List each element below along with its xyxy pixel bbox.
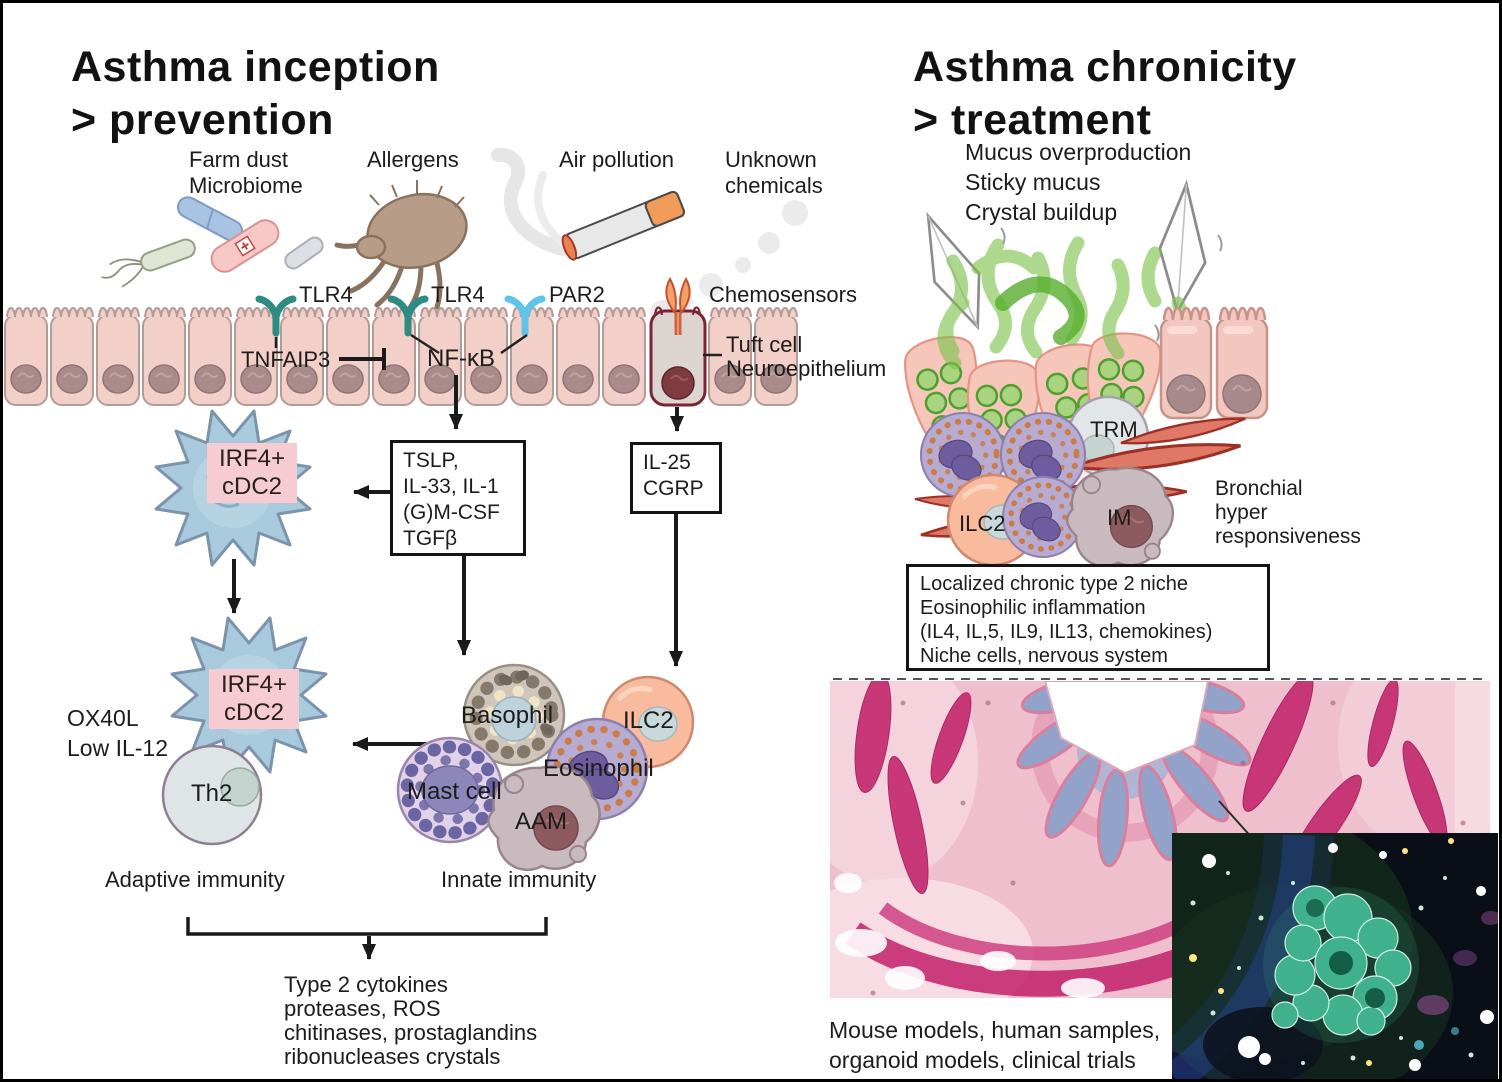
tuft-cell [649,276,707,407]
chronic-niche-cells [921,395,1249,566]
left-panel-title: Asthma inception> prevention [71,43,440,144]
inset-pointer-line [1218,800,1254,840]
trm-label: TRM [1090,417,1138,442]
dc-label-bottom: IRF4+cDC2 [209,669,299,729]
inhibition-line [339,348,386,370]
fluorescence-organoid-micrograph [1172,833,1498,1079]
chemosensor-receptor [665,276,691,335]
bracket [186,917,548,936]
par2-label: PAR2 [549,282,605,307]
bacteria-icons [101,196,324,288]
basophil-label: Basophil [461,702,554,729]
ilc2-right-label: ILC2 [959,511,1006,536]
eosinophil-label: Eosinophil [543,755,654,782]
dust-mite-icon [334,180,468,312]
allergens-label: Allergens [367,147,459,172]
innate-cells [396,665,693,872]
innate-immunity-label: Innate immunity [441,867,597,892]
right-panel-title: Asthma chronicity> treatment [913,43,1297,144]
cigarette-smoke-icon [491,147,685,261]
models-label: Mouse models, human samples,organoid mod… [829,1017,1161,1073]
air-pollution-label: Air pollution [559,147,674,172]
signal-connectors [274,333,722,357]
im-label: IM [1107,505,1132,530]
tnfaip3-label: TNFAIP3 [241,347,331,372]
th2-cell [161,744,263,846]
mast-cell [396,736,504,844]
figure-artwork [4,147,1498,1079]
aam-label: AAM [515,808,568,835]
dc-label-top: IRF4+cDC2 [207,443,297,503]
ilc2-left-label: ILC2 [623,707,674,734]
tlr4-mid-label: TLR4 [431,282,485,307]
mast-cell-label: Mast cell [407,778,502,805]
adaptive-immunity-label: Adaptive immunity [105,867,285,892]
th2-label: Th2 [191,780,233,807]
tlr4-left-label: TLR4 [299,282,353,307]
nfkb-label: NF-κB [427,345,495,372]
airway-epithelium-right [1159,306,1269,420]
chemosensors-label: Chemosensors [709,282,857,307]
